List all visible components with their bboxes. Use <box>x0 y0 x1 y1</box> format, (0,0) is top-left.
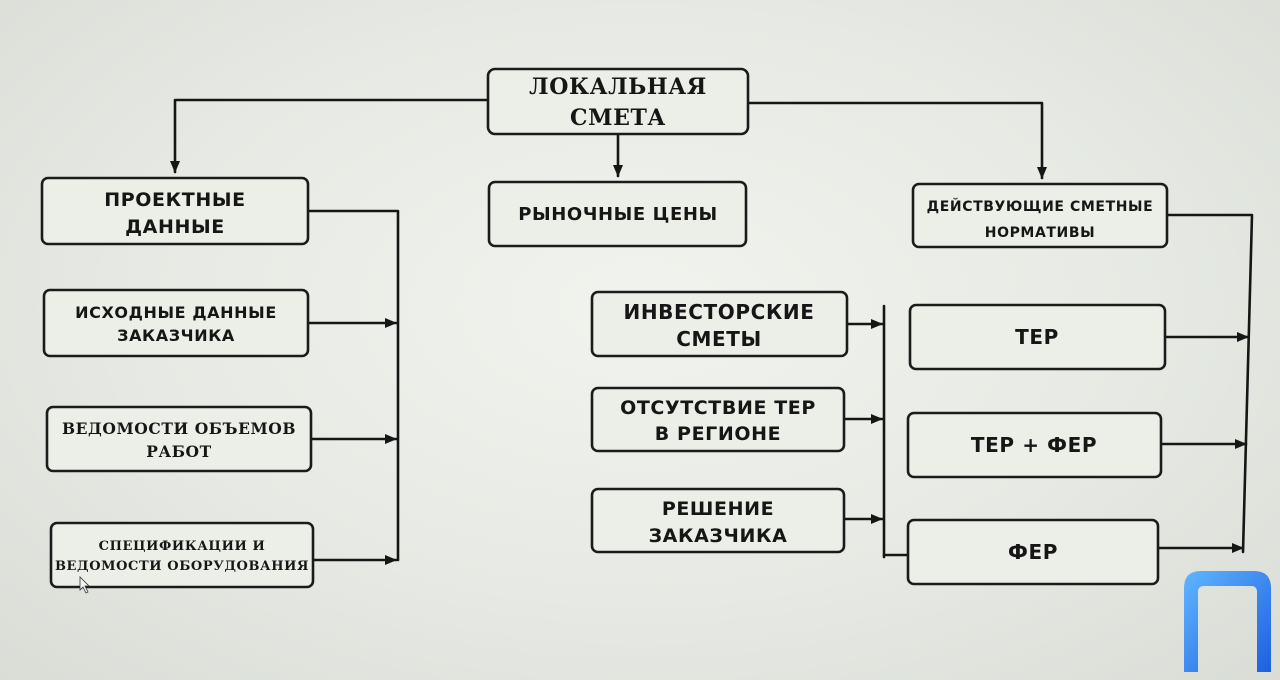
customer-decision-label-line-1: РЕШЕНИЕ <box>662 498 774 520</box>
current-norms-label-line-1: ДЕЙСТВУЮЩИЕ СМЕТНЫЕ <box>927 198 1154 215</box>
right-bracket-connectors <box>1156 213 1254 554</box>
no-ter-in-region-label-line-1: ОТСУТСТВИЕ ТЕР <box>620 397 816 419</box>
fer-label: ФЕР <box>1008 540 1058 564</box>
equipment-specifications-box: СПЕЦИФИКАЦИИ И ВЕДОМОСТИ ОБОРУДОВАНИЯ <box>49 521 315 589</box>
customer-decision-label-line-2: ЗАКАЗЧИКА <box>649 525 788 547</box>
work-volume-statements-box: ВЕДОМОСТИ ОБЪЕМОВ РАБОТ <box>45 405 313 473</box>
equipment-specifications-label-line-2: ВЕДОМОСТИ ОБОРУДОВАНИЯ <box>55 559 309 574</box>
middle-bracket-connectors <box>842 304 910 559</box>
ter-plus-fer-label: ТЕР + ФЕР <box>971 433 1097 457</box>
no-ter-in-region-box: ОТСУТСТВИЕ ТЕР В РЕГИОНЕ <box>590 386 846 453</box>
investor-estimates-label-line-2: СМЕТЫ <box>676 327 762 351</box>
root-label-line-1: ЛОКАЛЬНАЯ <box>529 74 707 100</box>
equipment-specifications-label-line-1: СПЕЦИФИКАЦИИ И <box>99 539 266 554</box>
root-box: ЛОКАЛЬНАЯ СМЕТА <box>486 67 750 136</box>
connector-root-to-current-norms <box>746 101 1047 180</box>
work-volume-statements-label-line-2: РАБОТ <box>146 442 212 461</box>
fer-box: ФЕР <box>906 518 1160 586</box>
customer-source-data-box: ИСХОДНЫЕ ДАННЫЕ ЗАКАЗЧИКА <box>42 288 310 358</box>
project-data-label-line-2: ДАННЫЕ <box>125 216 225 238</box>
project-data-label-line-1: ПРОЕКТНЫЕ <box>104 189 245 211</box>
investor-estimates-label-line-1: ИНВЕСТОРСКИЕ <box>624 300 815 324</box>
no-ter-in-region-label-line-2: В РЕГИОНЕ <box>655 423 781 445</box>
root-connectors <box>170 98 1047 180</box>
bracket-logo-icon <box>1184 571 1271 672</box>
right-bracket-line <box>1165 213 1254 554</box>
work-volume-statements-label-line-1: ВЕДОМОСТИ ОБЪЕМОВ <box>62 419 296 438</box>
ter-label: ТЕР <box>1015 325 1059 349</box>
left-bracket-connectors <box>306 209 400 565</box>
connector-root-to-project-data <box>170 98 490 174</box>
investor-estimates-box: ИНВЕСТОРСКИЕ СМЕТЫ <box>590 290 849 358</box>
root-label-line-2: СМЕТА <box>570 105 666 131</box>
customer-source-data-label-line-2: ЗАКАЗЧИКА <box>117 326 235 345</box>
customer-decision-box: РЕШЕНИЕ ЗАКАЗЧИКА <box>590 487 846 554</box>
mouse-cursor-icon <box>79 576 90 594</box>
current-norms-box: ДЕЙСТВУЮЩИЕ СМЕТНЫЕ НОРМАТИВЫ <box>911 182 1169 249</box>
ter-box: ТЕР <box>908 303 1167 371</box>
market-prices-box: РЫНОЧНЫЕ ЦЕНЫ <box>487 180 748 248</box>
left-bracket-line <box>306 209 400 562</box>
customer-source-data-label-line-1: ИСХОДНЫЕ ДАННЫЕ <box>75 303 277 322</box>
current-norms-label-line-2: НОРМАТИВЫ <box>985 225 1096 241</box>
ter-plus-fer-box: ТЕР + ФЕР <box>906 411 1163 479</box>
market-prices-label: РЫНОЧНЫЕ ЦЕНЫ <box>518 204 718 225</box>
project-data-box: ПРОЕКТНЫЕ ДАННЫЕ <box>40 176 310 246</box>
